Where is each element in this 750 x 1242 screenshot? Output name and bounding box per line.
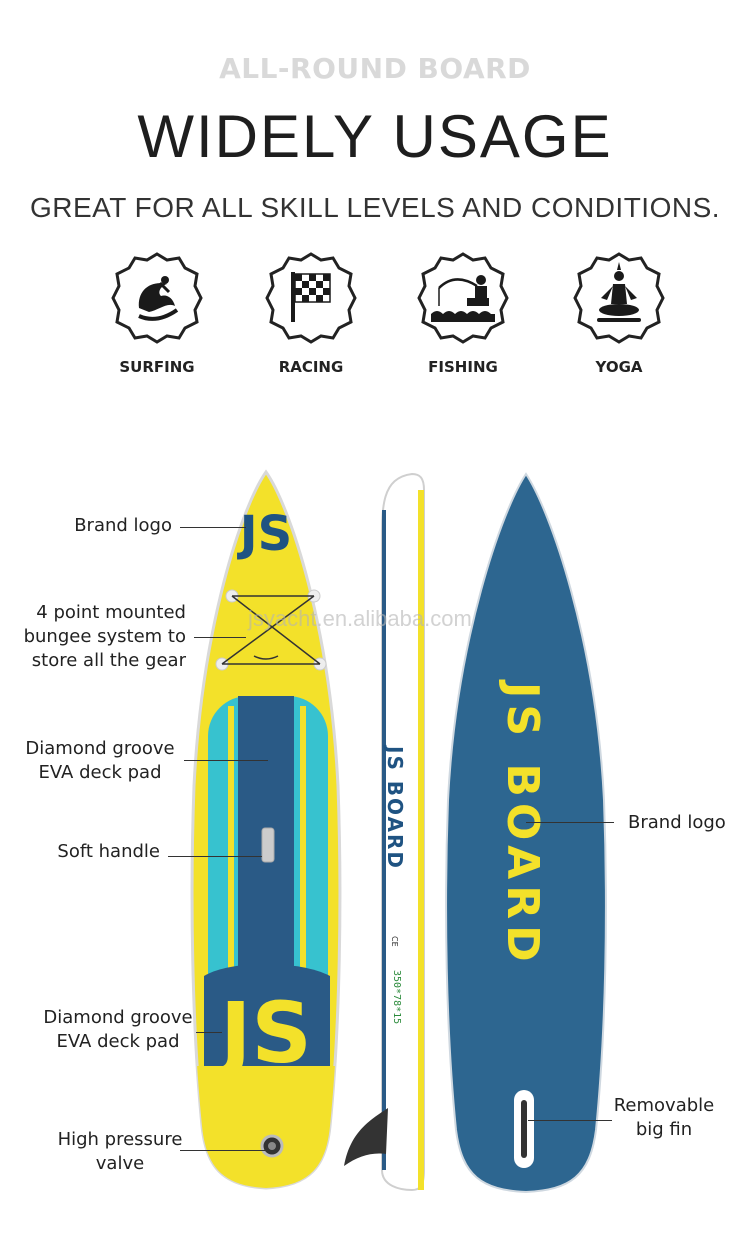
feature-label: RACING: [278, 358, 344, 376]
feature-label: YOGA: [595, 358, 643, 376]
callout-fin-line2: big fin: [635, 1119, 693, 1140]
surfing-icon: [111, 252, 203, 344]
callout-line: [196, 1032, 222, 1033]
callout-bungee-line2: bungee system to: [23, 626, 186, 647]
page-subtitle: GREAT FOR ALL SKILL LEVELS AND CONDITION…: [29, 192, 721, 223]
soft-handle: [261, 827, 275, 863]
feature-fishing: FISHING: [403, 250, 523, 376]
callout-line: [184, 760, 268, 761]
fin-side: [344, 1108, 388, 1166]
callout-line: [180, 1150, 268, 1151]
feature-label: FISHING: [428, 358, 498, 376]
brand-logo-top: JS: [237, 506, 292, 562]
bottom-brand-text: JS BOARD: [497, 679, 548, 968]
callout-fin: Removable big fin: [606, 1094, 722, 1142]
feature-label: SURFING: [119, 358, 195, 376]
callout-bungee-line1: 4 point mounted: [36, 602, 186, 623]
board-side-view: JS BOARD CE 350*78*15: [344, 472, 425, 1192]
checkered-flag-icon: [265, 252, 357, 344]
side-brand-text: JS BOARD: [383, 744, 407, 870]
callout-valve-line1: High pressure: [57, 1129, 183, 1150]
side-ce-mark: CE: [390, 936, 399, 947]
callout-bungee: 4 point mounted bungee system to store a…: [10, 601, 186, 673]
callout-soft-handle: Soft handle: [57, 841, 160, 862]
callout-deck-pad-top: Diamond groove EVA deck pad: [10, 737, 190, 785]
callout-deck-pad-bottom-line1: Diamond groove: [43, 1007, 193, 1028]
watermark: jsyacht.en.alibaba.com: [248, 606, 472, 631]
callout-valve-line2: valve: [95, 1153, 145, 1174]
feature-racing: RACING: [251, 250, 371, 376]
callout-deck-pad-bottom-line2: EVA deck pad: [56, 1031, 180, 1052]
page-title: WIDELY USAGE: [137, 103, 613, 170]
eyebrow-heading: ALL-ROUND BOARD: [219, 52, 531, 85]
callout-valve: High pressure valve: [40, 1128, 200, 1176]
callout-deck-pad-bottom: Diamond groove EVA deck pad: [28, 1006, 208, 1054]
callout-line: [528, 1120, 612, 1121]
board-bottom-view: JS BOARD: [445, 472, 607, 1194]
board-top-deck: JS JS: [190, 469, 342, 1190]
callout-deck-pad-top-line2: EVA deck pad: [38, 762, 162, 783]
callout-line: [526, 822, 614, 823]
callout-bungee-line3: store all the gear: [31, 650, 186, 671]
callout-deck-pad-top-line1: Diamond groove: [25, 738, 175, 759]
callout-line: [168, 856, 262, 857]
callout-line: [180, 527, 246, 528]
feature-yoga: YOGA: [559, 250, 679, 376]
callout-brand-logo-left: Brand logo: [74, 515, 172, 536]
bungee-system: [215, 589, 327, 671]
callout-brand-logo-right: Brand logo: [628, 812, 726, 833]
callout-fin-line1: Removable: [613, 1095, 715, 1116]
feature-surfing: SURFING: [97, 250, 217, 376]
yoga-icon: [573, 252, 665, 344]
brand-logo-pad: JS: [215, 984, 312, 1082]
fishing-icon: [417, 252, 509, 344]
side-size-text: 350*78*15: [391, 970, 402, 1024]
callout-line: [194, 637, 246, 638]
